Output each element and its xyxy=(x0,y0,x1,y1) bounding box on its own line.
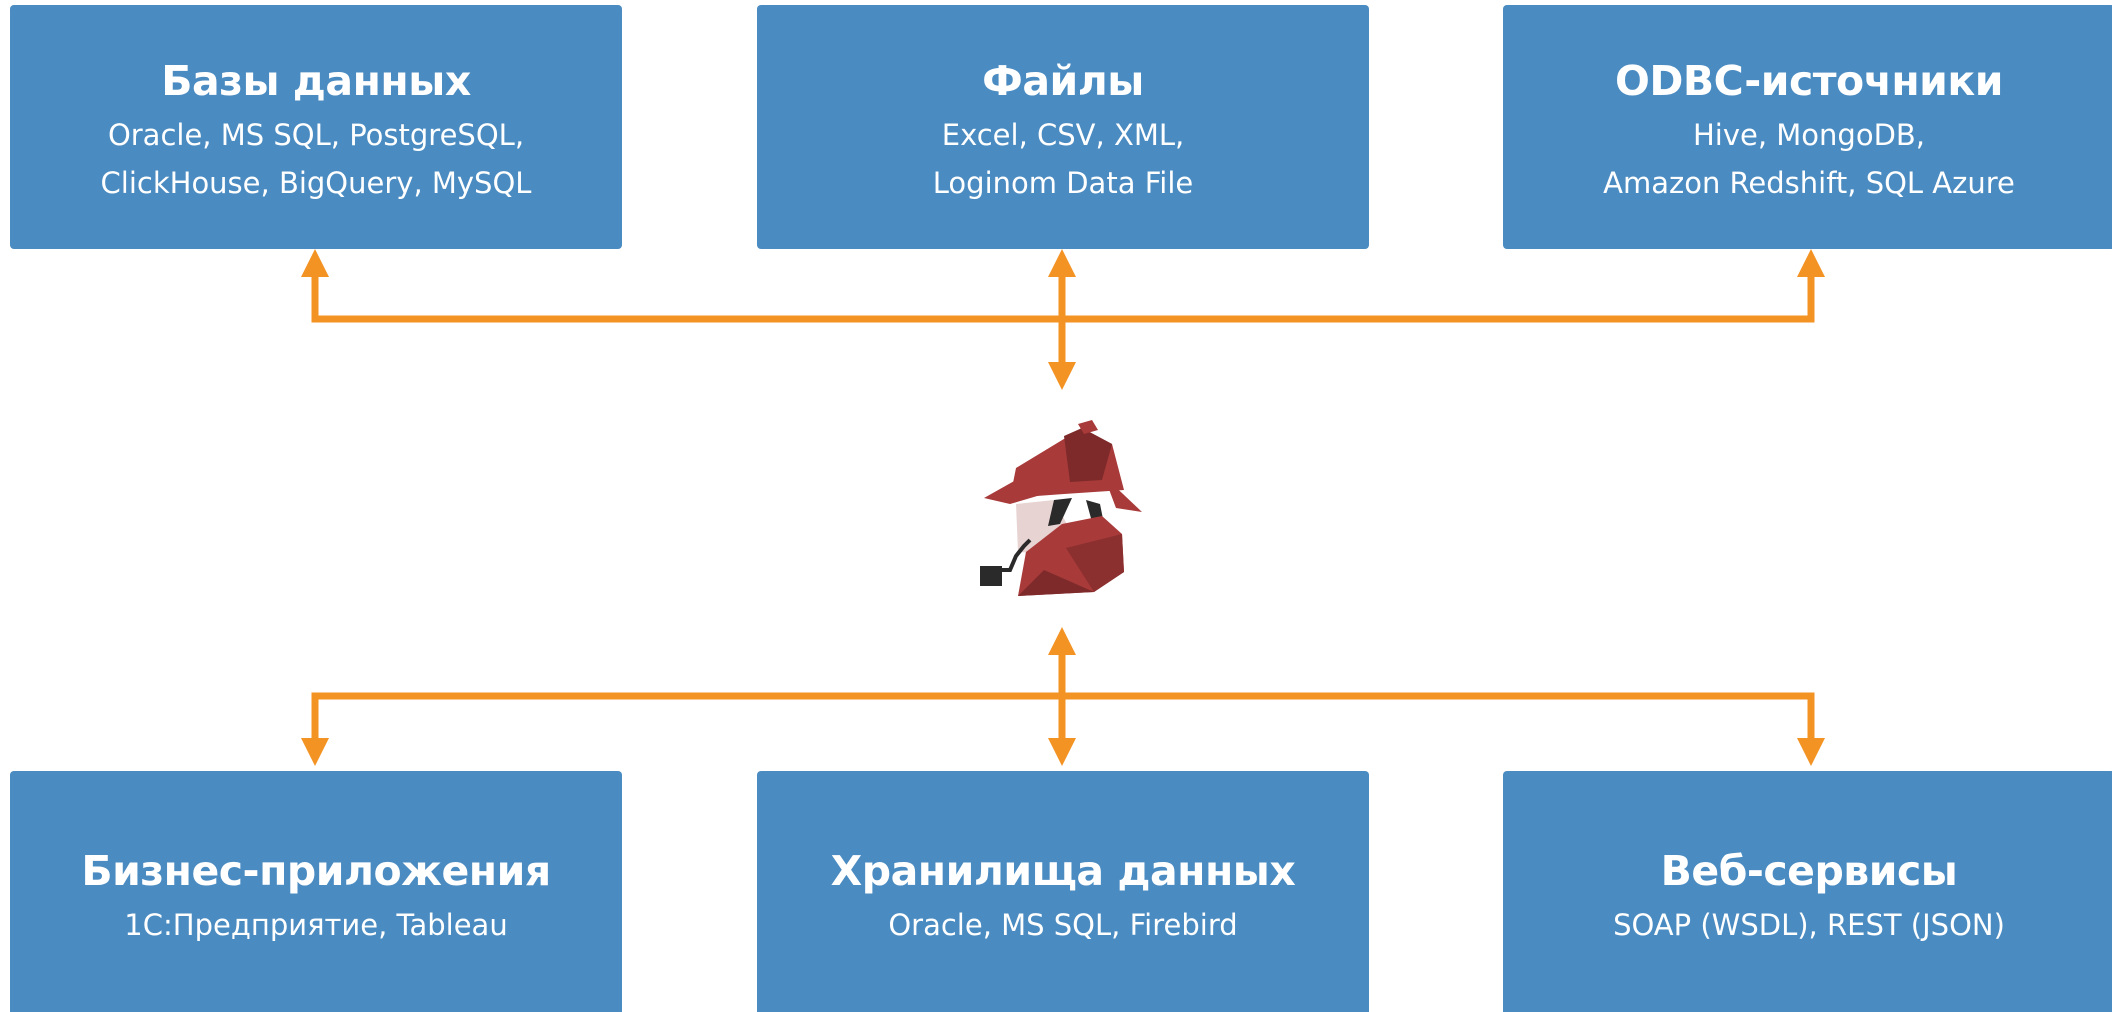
card-description-line: Hive, MongoDB, xyxy=(1692,118,1926,152)
source-card-files: Файлы Excel, CSV, XML, Loginom Data File xyxy=(757,5,1369,249)
source-card-odbc: ODBC-источники Hive, MongoDB, Amazon Red… xyxy=(1503,5,2112,249)
arrow-down-icon xyxy=(1797,738,1825,766)
card-description-line: Excel, CSV, XML, xyxy=(941,118,1185,152)
target-card-business-apps: Бизнес-приложения 1С:Предприятие, Tablea… xyxy=(10,771,622,1012)
arrow-down-icon xyxy=(301,738,329,766)
arrow-up-icon xyxy=(1797,249,1825,277)
card-description-line: Loginom Data File xyxy=(932,166,1194,200)
card-title: Файлы xyxy=(982,57,1144,105)
card-description-line: Oracle, MS SQL, PostgreSQL, xyxy=(107,118,525,152)
card-description: Hive, MongoDB, Amazon Redshift, SQL Azur… xyxy=(1603,111,2015,207)
card-title: ODBC-источники xyxy=(1615,57,2003,105)
arrow-down-icon xyxy=(1048,738,1076,766)
card-description: 1С:Предприятие, Tableau xyxy=(124,901,507,949)
card-description-line: Amazon Redshift, SQL Azure xyxy=(1603,166,2015,200)
card-description: SOAP (WSDL), REST (JSON) xyxy=(1613,901,2005,949)
card-description: Excel, CSV, XML, Loginom Data File xyxy=(933,111,1193,207)
card-title: Хранилища данных xyxy=(830,847,1296,895)
detective-mascot-icon xyxy=(980,420,1142,596)
arrow-up-icon xyxy=(301,249,329,277)
card-description-line: 1С:Предприятие, Tableau xyxy=(124,908,508,942)
arrow-up-icon xyxy=(1048,249,1076,277)
card-description-line: SOAP (WSDL), REST (JSON) xyxy=(1613,908,2005,942)
card-description-line: ClickHouse, BigQuery, MySQL xyxy=(100,166,532,200)
arrow-up-icon xyxy=(1048,627,1076,655)
card-description: Oracle, MS SQL, PostgreSQL, ClickHouse, … xyxy=(101,111,532,207)
card-title: Бизнес-приложения xyxy=(81,847,551,895)
target-card-web-services: Веб-сервисы SOAP (WSDL), REST (JSON) xyxy=(1503,771,2112,1012)
arrow-down-icon xyxy=(1048,362,1076,390)
card-description-line: Oracle, MS SQL, Firebird xyxy=(888,908,1238,942)
card-title: Веб-сервисы xyxy=(1660,847,1958,895)
card-title: Базы данных xyxy=(161,57,471,105)
card-description: Oracle, MS SQL, Firebird xyxy=(888,901,1237,949)
target-card-data-warehouses: Хранилища данных Oracle, MS SQL, Firebir… xyxy=(757,771,1369,1012)
source-card-databases: Базы данных Oracle, MS SQL, PostgreSQL, … xyxy=(10,5,622,249)
